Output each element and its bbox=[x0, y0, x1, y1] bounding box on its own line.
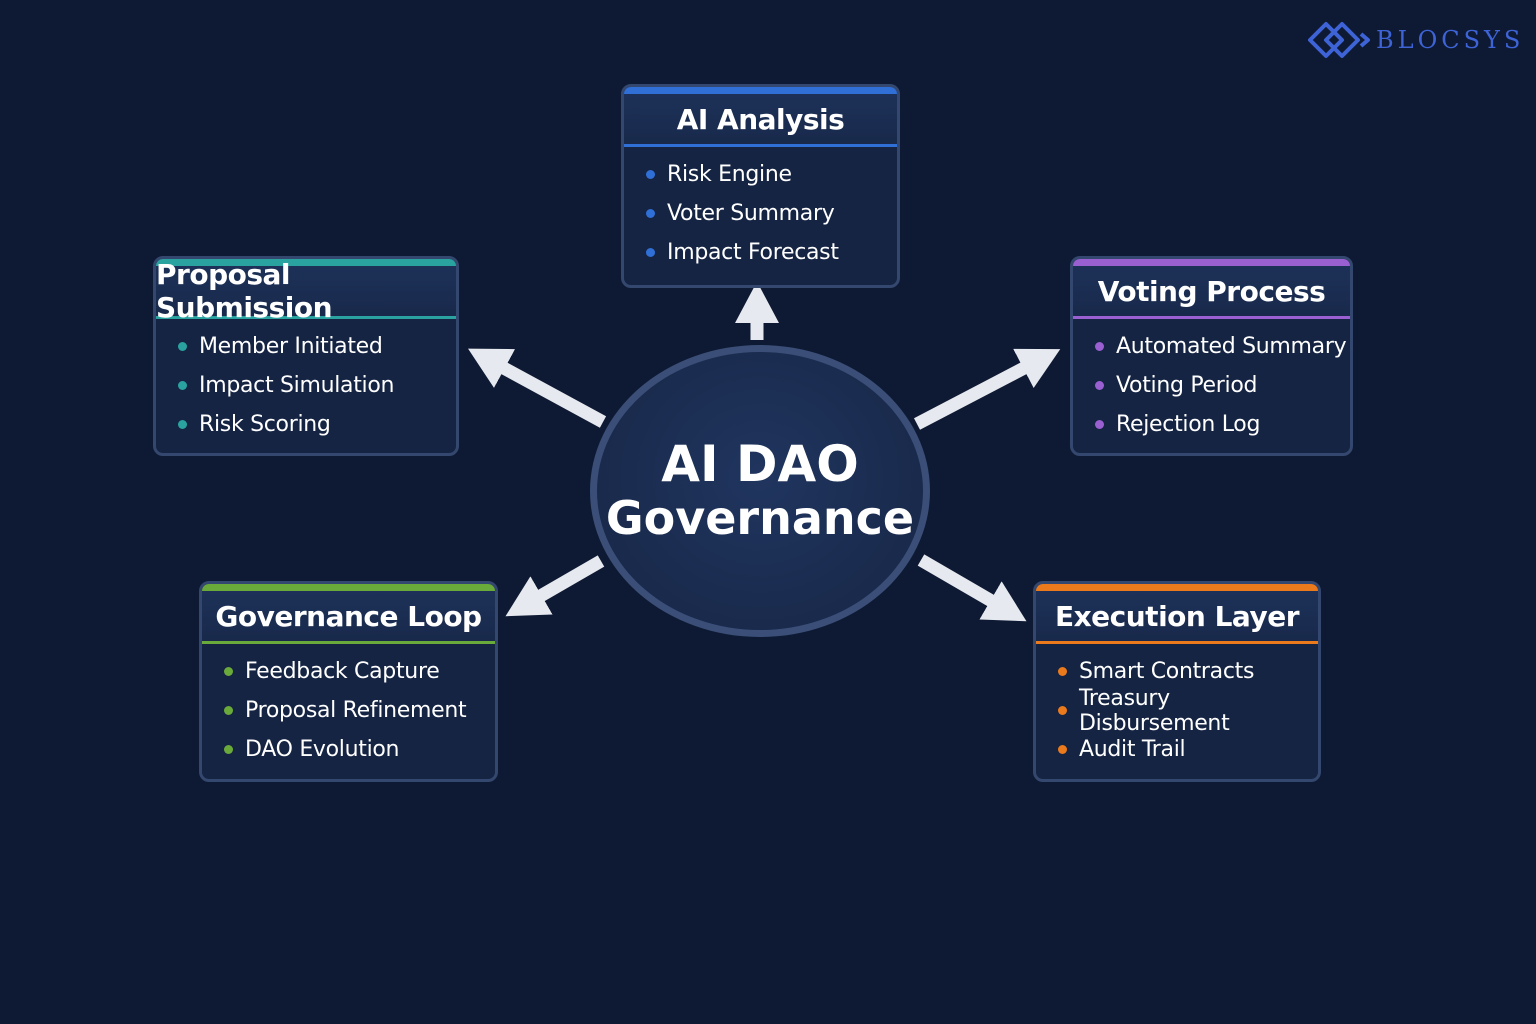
node-title: Execution Layer bbox=[1054, 599, 1300, 633]
list-item: Feedback Capture bbox=[224, 652, 495, 691]
bullet-dot bbox=[646, 209, 655, 218]
list-item: Audit Trail bbox=[1058, 730, 1318, 769]
node-header: Execution Layer bbox=[1036, 584, 1318, 644]
node-title: Voting Process bbox=[1097, 274, 1326, 308]
item-label: Risk Engine bbox=[667, 162, 792, 187]
item-label: Voter Summary bbox=[667, 201, 835, 226]
item-label: Member Initiated bbox=[199, 334, 383, 359]
node-title: Proposal Submission bbox=[156, 258, 333, 324]
item-label: Impact Simulation bbox=[199, 373, 395, 398]
list-item: Rejection Log bbox=[1095, 405, 1350, 444]
arrow-to-voting-process bbox=[913, 348, 1061, 430]
list-item: Automated Summary bbox=[1095, 327, 1350, 366]
node-execution-layer: Execution Layer Smart Contracts Treasury… bbox=[1033, 581, 1321, 782]
list-item: Treasury Disbursement bbox=[1058, 686, 1318, 736]
node-header: AI Analysis bbox=[624, 87, 897, 147]
list-item: Proposal Refinement bbox=[224, 691, 495, 730]
item-label: Proposal Refinement bbox=[245, 698, 467, 723]
node-header: Proposal Submission bbox=[156, 259, 456, 324]
list-item: Risk Scoring bbox=[178, 405, 456, 444]
item-label: Automated Summary bbox=[1116, 334, 1347, 359]
node-header: Voting Process bbox=[1073, 259, 1350, 319]
bullet-dot bbox=[224, 706, 233, 715]
node-title: AI Analysis bbox=[676, 102, 845, 136]
bullet-dot bbox=[1058, 706, 1067, 715]
bullet-dot bbox=[1095, 381, 1104, 390]
item-label: Audit Trail bbox=[1079, 737, 1186, 762]
list-item: DAO Evolution bbox=[224, 730, 495, 769]
bullet-dot bbox=[646, 170, 655, 179]
brand-logo: BLOCSYS bbox=[1308, 20, 1520, 60]
node-ai-analysis: AI Analysis Risk Engine Voter Summary Im… bbox=[621, 84, 900, 288]
item-label: Rejection Log bbox=[1116, 412, 1261, 437]
central-hub: AI DAO Governance bbox=[590, 345, 930, 637]
item-label: Treasury Disbursement bbox=[1079, 685, 1230, 736]
item-label: Feedback Capture bbox=[245, 659, 440, 684]
central-title-line-1: AI DAO bbox=[661, 435, 859, 493]
node-title: Governance Loop bbox=[215, 599, 482, 633]
bullet-dot bbox=[178, 342, 187, 351]
list-item: Voter Summary bbox=[646, 194, 897, 233]
bullet-dot bbox=[1058, 745, 1067, 754]
list-item: Voting Period bbox=[1095, 366, 1350, 405]
bullet-dot bbox=[224, 745, 233, 754]
central-title-line-2: Governance bbox=[605, 491, 915, 545]
arrow-to-proposal-submission bbox=[468, 348, 607, 428]
list-item: Smart Contracts bbox=[1058, 652, 1318, 691]
bullet-dot bbox=[646, 248, 655, 257]
list-item: Risk Engine bbox=[646, 155, 897, 194]
bullet-dot bbox=[224, 667, 233, 676]
node-voting-process: Voting Process Automated Summary Voting … bbox=[1070, 256, 1353, 456]
item-label: Voting Period bbox=[1116, 373, 1258, 398]
bullet-dot bbox=[1095, 342, 1104, 351]
list-item: Member Initiated bbox=[178, 327, 456, 366]
bullet-dot bbox=[1058, 667, 1067, 676]
bullet-dot bbox=[1095, 420, 1104, 429]
bullet-dot bbox=[178, 420, 187, 429]
item-label: Risk Scoring bbox=[199, 412, 331, 437]
item-label: Smart Contracts bbox=[1079, 659, 1255, 684]
item-label: DAO Evolution bbox=[245, 737, 400, 762]
node-proposal-submission: Proposal Submission Member Initiated Imp… bbox=[153, 256, 459, 456]
item-label: Impact Forecast bbox=[667, 240, 839, 265]
list-item: Impact Forecast bbox=[646, 233, 897, 272]
diamond-chain-logo-icon bbox=[1308, 22, 1370, 58]
arrow-to-governance-loop bbox=[505, 555, 605, 617]
brand-name: BLOCSYS bbox=[1376, 26, 1525, 54]
node-header: Governance Loop bbox=[202, 584, 495, 644]
node-governance-loop: Governance Loop Feedback Capture Proposa… bbox=[199, 581, 498, 782]
arrow-to-execution-layer bbox=[917, 554, 1027, 622]
bullet-dot bbox=[178, 381, 187, 390]
list-item: Impact Simulation bbox=[178, 366, 456, 405]
